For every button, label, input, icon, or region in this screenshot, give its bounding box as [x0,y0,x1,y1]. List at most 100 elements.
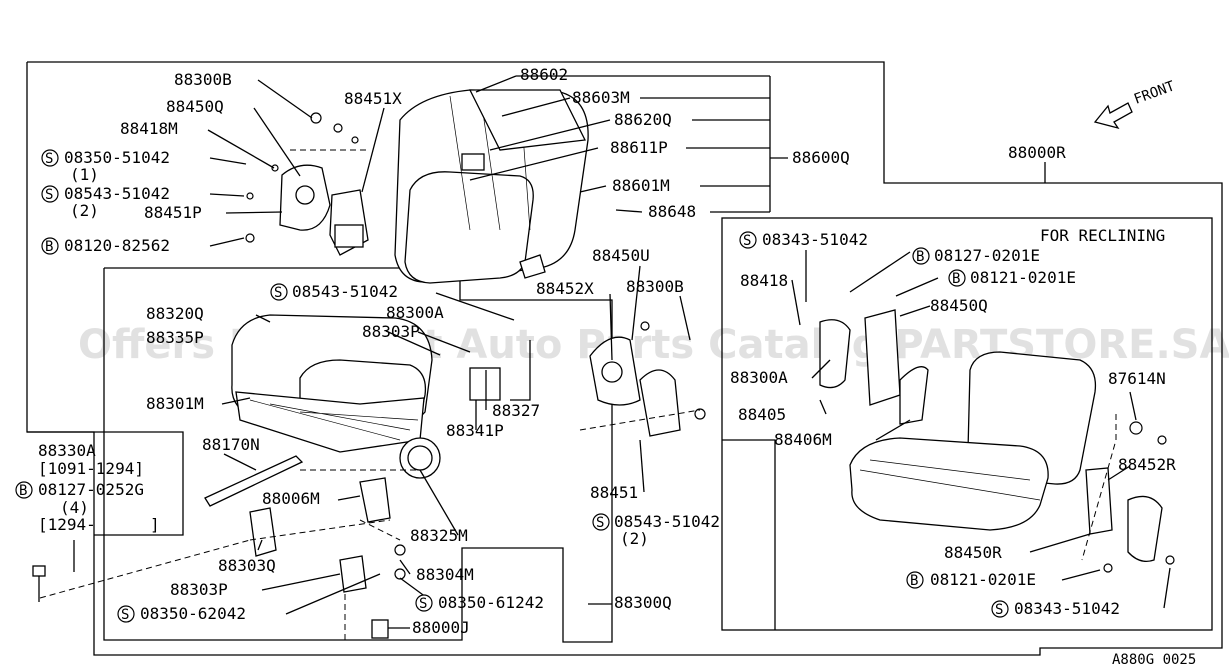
label-08350-62042: 08350-62042 [140,604,246,623]
bolt-88330A [32,565,46,602]
front-label: FRONT [1132,78,1178,108]
label-88335P: 88335P [146,328,204,347]
figure-code: A880G 0025 [1112,652,1196,668]
label-88303P-top: 88303P [362,322,420,341]
label-88451: 88451 [590,483,638,502]
seat-back-assembly [394,89,589,284]
label-88300Q: 88300Q [614,593,672,612]
bolt-symbol-text: B [952,271,960,287]
label-88170N: 88170N [202,435,260,454]
label-88418: 88418 [740,271,788,290]
label-08350-61242: 08350-61242 [438,593,544,612]
label-08543-51042-b: 08543-51042 [292,282,398,301]
label-88330A: 88330A [38,441,96,460]
label-date-1: [1091-1294] [38,459,144,478]
label-08543-51042-a: 08543-51042 [64,184,170,203]
label-08543-51042-c: 08543-51042 [614,512,720,531]
label-08121-0201E-top: 08121-0201E [970,268,1076,287]
label-88450R: 88450R [944,543,1002,562]
label-88406M: 88406M [774,430,832,449]
cushion-frame [103,267,613,643]
label-08343-51042-top: 08343-51042 [762,230,868,249]
seat-cushion-assembly [231,314,501,479]
bolt-symbol-text: B [916,249,924,265]
label-08343-51042-bottom: 08343-51042 [1014,599,1120,618]
label-date-2-open: [1294- [38,515,96,534]
label-88301M: 88301M [146,394,204,413]
label-08121-0201E-bottom: 08121-0201E [930,570,1036,589]
recliner-bracket-upper-left [245,112,369,256]
label-08350-51042-qty: (1) [70,165,99,184]
label-88611P: 88611P [610,138,668,157]
label-87614N: 87614N [1108,369,1166,388]
assembly-dashes [39,149,1117,640]
label-08127-0201E: 08127-0201E [934,246,1040,265]
label-08350-51042: 08350-51042 [64,148,170,167]
screw-symbol-text: S [995,602,1003,618]
bolt-symbol-text: B [910,573,918,589]
bolt-symbol-text: B [19,483,27,499]
screw-symbol [415,594,433,612]
label-date-2-close: ] [150,515,160,534]
leader-lines [73,75,1171,629]
cushion-frame-parts [204,455,406,639]
screw-symbol-text: S [596,515,604,531]
spec-frame [27,431,184,536]
label-88405: 88405 [738,405,786,424]
screw-symbol [41,149,59,167]
screw-symbol-text: S [121,607,129,623]
label-88341P: 88341P [446,421,504,440]
label-88000R: 88000R [1008,143,1066,162]
label-88304M: 88304M [416,565,474,584]
label-88000J: 88000J [412,618,470,637]
label-88602: 88602 [520,65,568,84]
reclining-frame [721,217,1213,631]
label-88452X: 88452X [536,279,594,298]
label-88006M: 88006M [262,489,320,508]
bolt-symbol [15,481,33,499]
label-08543-51042-c-qty: (2) [620,529,649,548]
label-88450Q-right: 88450Q [930,296,988,315]
label-88450U: 88450U [592,246,650,265]
label-88603M: 88603M [572,88,630,107]
label-88600Q: 88600Q [792,148,850,167]
label-08127-0252G: 08127-0252G [38,480,144,499]
reclining-seat [819,309,1175,573]
screw-symbol-text: S [743,233,751,249]
label-88303Q: 88303Q [218,556,276,575]
bolt-symbol [912,247,930,265]
label-88648: 88648 [648,202,696,221]
label-for-reclining: FOR RECLINING [1040,226,1165,245]
label-88620Q: 88620Q [614,110,672,129]
front-arrow-icon [1093,102,1133,130]
bolt-symbol [41,237,59,255]
label-08543-51042-a-qty: (2) [70,201,99,220]
label-08120-82562: 08120-82562 [64,236,170,255]
label-88320Q: 88320Q [146,304,204,323]
label-88303P-bottom: 88303P [170,580,228,599]
label-88450Q-top: 88450Q [166,97,224,116]
screw-symbol-text: S [419,596,427,612]
screw-symbol-text: S [45,151,53,167]
label-88300A-mid: 88300A [386,303,444,322]
screw-symbol-text: S [45,187,53,203]
label-88452R: 88452R [1118,455,1176,474]
screw-symbol [592,513,610,531]
bolt-symbol [948,269,966,287]
screw-symbol [270,283,288,301]
screw-symbol [117,605,135,623]
label-88601M: 88601M [612,176,670,195]
label-88327: 88327 [492,401,540,420]
label-88300B-mid: 88300B [626,277,684,296]
label-88300A-right: 88300A [730,368,788,387]
recliner-center [589,321,706,437]
label-88300B-top: 88300B [174,70,232,89]
screw-symbol [991,600,1009,618]
label-88325M: 88325M [410,526,468,545]
label-08127-0252G-qty: (4) [60,498,89,517]
label-88451X: 88451X [344,89,402,108]
screw-symbol-text: S [274,285,282,301]
screw-symbol [41,185,59,203]
